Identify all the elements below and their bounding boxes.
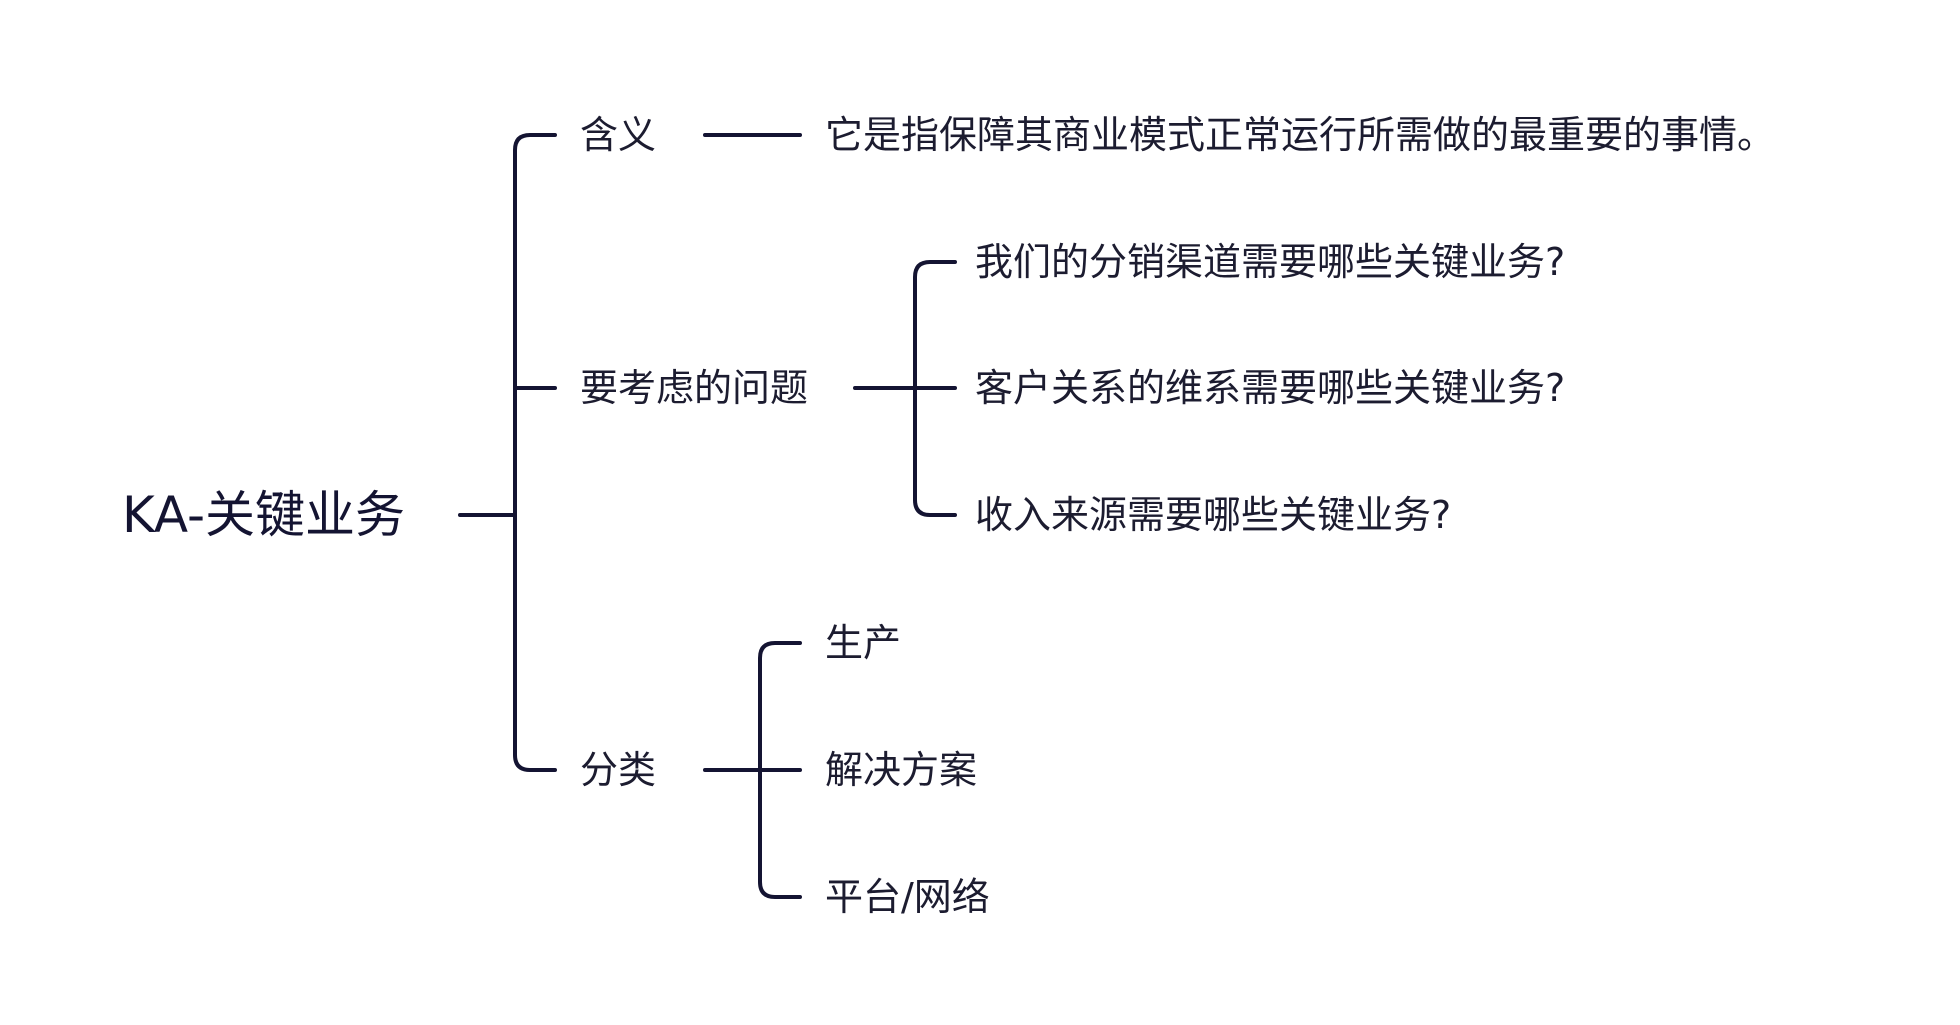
connector-root-bracket	[513, 133, 557, 772]
meaning-definition[interactable]: 它是指保障其商业模式正常运行所需做的最重要的事情。	[825, 113, 1776, 157]
branch-questions[interactable]: 要考虑的问题	[580, 366, 809, 410]
branch-meaning[interactable]: 含义	[580, 113, 657, 157]
category-solutions[interactable]: 解决方案	[825, 748, 978, 792]
connector-questions-bracket	[913, 260, 957, 517]
root-node[interactable]: KA-关键业务	[122, 486, 406, 544]
connector-category-bracket	[758, 641, 802, 899]
question-customer-relationships[interactable]: 客户关系的维系需要哪些关键业务?	[975, 366, 1566, 410]
branch-category[interactable]: 分类	[580, 748, 657, 792]
category-platform-network[interactable]: 平台/网络	[825, 875, 990, 919]
category-production[interactable]: 生产	[825, 621, 902, 665]
question-distribution-channels[interactable]: 我们的分销渠道需要哪些关键业务?	[975, 240, 1566, 284]
question-revenue-streams[interactable]: 收入来源需要哪些关键业务?	[975, 493, 1452, 537]
